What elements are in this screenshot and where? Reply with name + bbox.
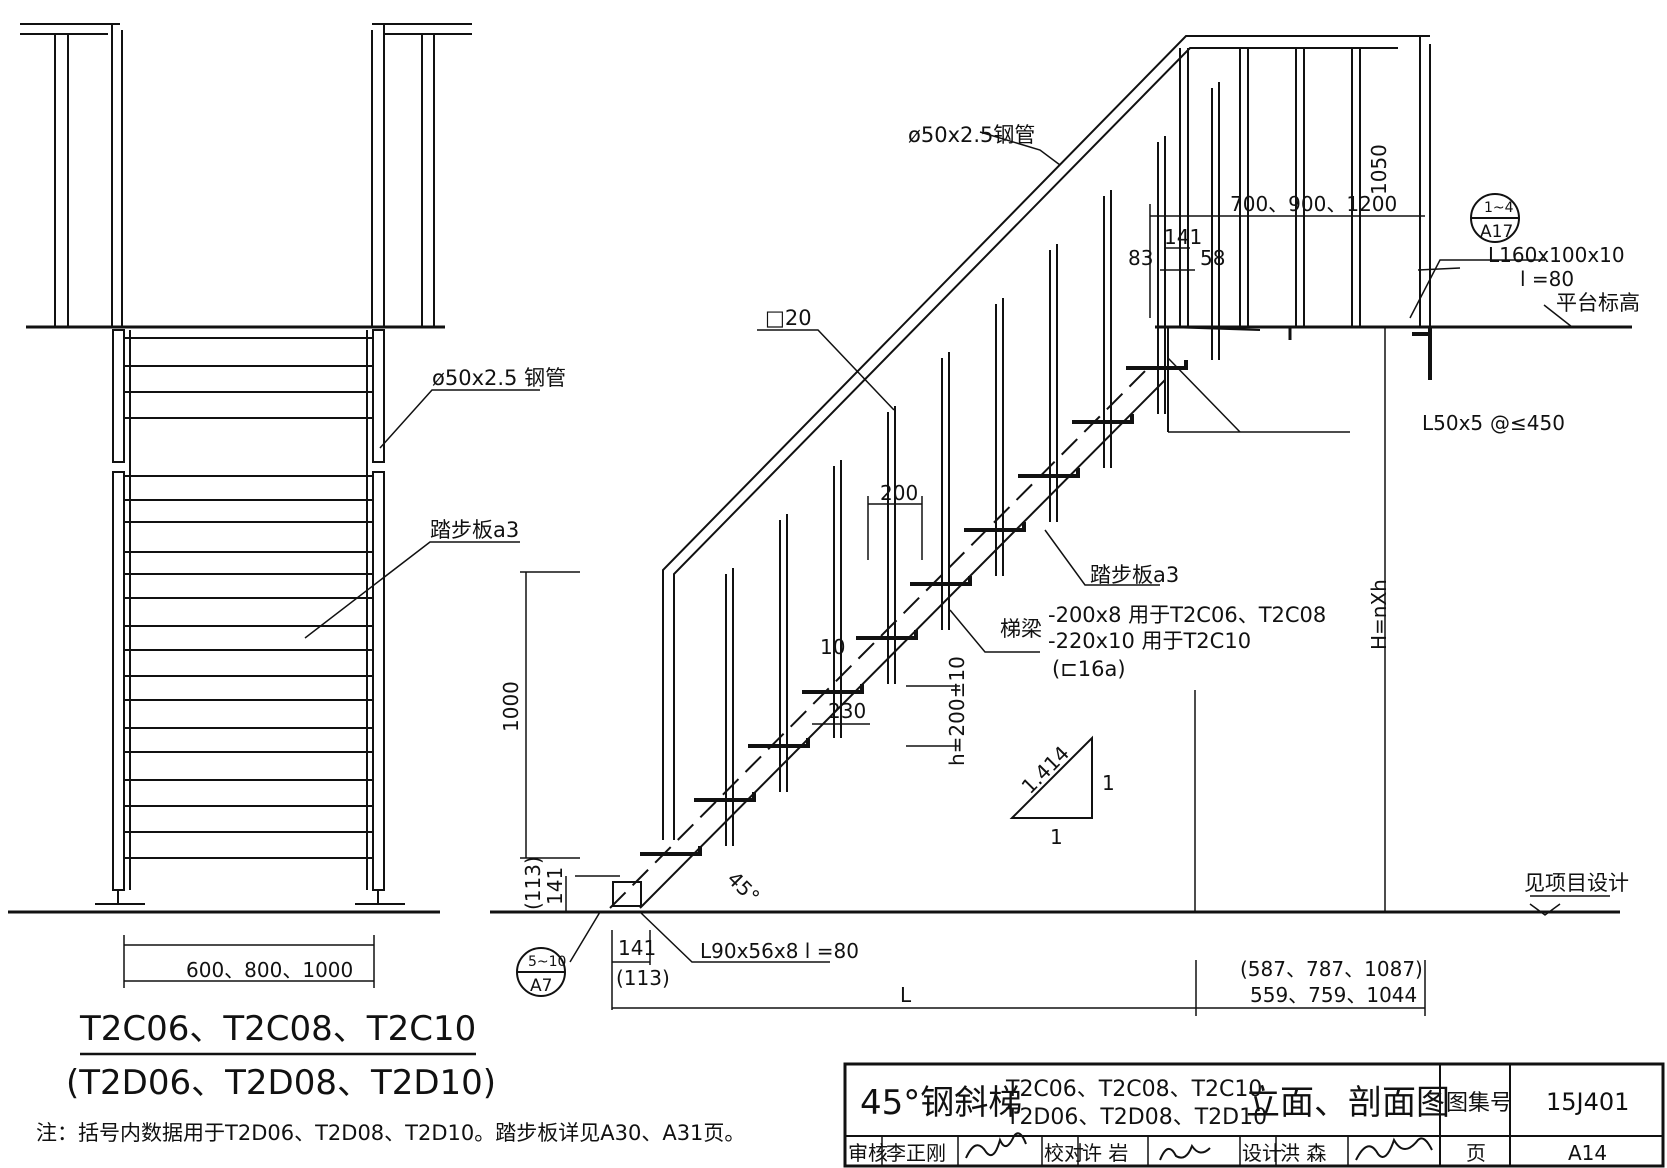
dim-1050: 1050: [1367, 144, 1391, 195]
platform-label: 平台标高: [1556, 291, 1640, 315]
square-bar-label: □20: [765, 306, 812, 330]
beam-line-3: (⊏16a): [1052, 657, 1126, 681]
section-tread-label: 踏步板a3: [1090, 563, 1179, 587]
section-pipe-label: ø50x2.5钢管: [908, 123, 1035, 147]
designer-name: 洪 森: [1280, 1141, 1326, 1165]
dim-230: 230: [828, 699, 866, 723]
title-models-2: T2D06、T2D08、T2D10: [1005, 1105, 1267, 1130]
angle-label-2: l =80: [1520, 267, 1574, 291]
view-title-2: (T2D06、T2D08、T2D10): [66, 1063, 496, 1103]
detail-callouts: [516, 193, 1520, 997]
front-pipe-label: ø50x2.5 钢管: [432, 366, 566, 390]
title-block: [843, 1062, 1665, 1168]
beam-label: 梯梁: [1000, 617, 1042, 641]
right-dim-2: 559、759、1044: [1250, 983, 1417, 1007]
slope-base: 1: [1050, 825, 1063, 849]
front-elevation: [8, 23, 472, 914]
atlas-number: 15J401: [1546, 1088, 1629, 1116]
front-leaders: [80, 389, 540, 1056]
section-tread: [1126, 360, 1188, 370]
section-tread: [802, 684, 864, 694]
support-label: L50x5: [1422, 411, 1483, 435]
front-width-dim: 600、800、1000: [186, 958, 353, 982]
drawing-name: 45°钢斜梯: [860, 1083, 1022, 1123]
dim-113: (113): [521, 856, 545, 910]
section-tread: [856, 630, 918, 640]
title-models-1: T2C06、T2C08、T2C10: [1005, 1077, 1262, 1102]
dim-113-h: (113): [616, 966, 670, 990]
dim-58: 58: [1200, 246, 1225, 270]
detail-b-top: 1~4: [1484, 200, 1514, 216]
slope-hyp: 1.414: [1017, 741, 1074, 798]
section-tread: [640, 846, 702, 856]
detail-a-top: 5~10: [528, 954, 566, 970]
foot-angle-label: L90x56x8 l =80: [700, 939, 859, 963]
support-spacing: @≤450: [1490, 411, 1565, 435]
review-label: 审核: [848, 1141, 888, 1165]
section-dims: [520, 131, 1622, 1016]
reviewer-name: 李正刚: [886, 1141, 946, 1165]
top-dim: 700、900、1200: [1230, 192, 1397, 216]
section-tread: [748, 738, 810, 748]
checker-signature: [1159, 1143, 1211, 1161]
dim-83: 83: [1128, 246, 1153, 270]
front-tread-label: 踏步板a3: [430, 518, 519, 542]
dim-141-v: 141: [543, 867, 567, 905]
section-tread: [910, 576, 972, 586]
section-view: [490, 35, 1632, 914]
dim-10: 10: [820, 635, 845, 659]
dim-1000: 1000: [499, 681, 523, 732]
angle-45: 45°: [722, 867, 764, 909]
signatures: [965, 1132, 1433, 1161]
h-dim: h=200±10: [945, 656, 969, 766]
page-number: A14: [1568, 1141, 1607, 1165]
beam-line-1: -200x8 用于T2C06、T2C08: [1048, 603, 1326, 627]
section-treads: [640, 360, 1188, 856]
title-suffix: 立面、剖面图: [1246, 1083, 1450, 1123]
section-tread: [694, 792, 756, 802]
right-dim-1: (587、787、1087): [1240, 957, 1423, 981]
view-title-1: T2C06、T2C08、T2C10: [79, 1009, 476, 1049]
design-label: 设计: [1242, 1141, 1282, 1165]
front-treads: [124, 337, 373, 859]
length-dim: L: [900, 983, 912, 1007]
designer-signature: [1355, 1137, 1433, 1161]
dim-141-top: 141: [1164, 225, 1202, 249]
atlas-label: 图集号: [1446, 1091, 1512, 1116]
page-label: 页: [1466, 1141, 1486, 1165]
detail-a-bot: A7: [530, 976, 552, 996]
dim-200: 200: [880, 481, 918, 505]
angle-label-1: L160x100x10: [1488, 243, 1625, 267]
height-dim: H=nXh: [1367, 579, 1391, 650]
section-tread: [964, 522, 1026, 532]
detail-b-bot: A17: [1480, 222, 1513, 242]
note-text: 注：括号内数据用于T2D06、T2D08、T2D10。踏步板详见A30、A31页…: [36, 1121, 745, 1145]
check-label: 校对: [1044, 1141, 1084, 1165]
checker-name: 许 岩: [1082, 1141, 1128, 1165]
section-tread: [1018, 468, 1080, 478]
dim-141-h: 141: [618, 936, 656, 960]
reviewer-signature: [965, 1132, 1027, 1159]
section-tread: [1072, 414, 1134, 424]
section-balusters: [725, 82, 1220, 846]
slope-side: 1: [1102, 771, 1115, 795]
beam-line-2: -220x10 用于T2C10: [1048, 629, 1251, 653]
ground-label: 见项目设计: [1524, 871, 1629, 895]
